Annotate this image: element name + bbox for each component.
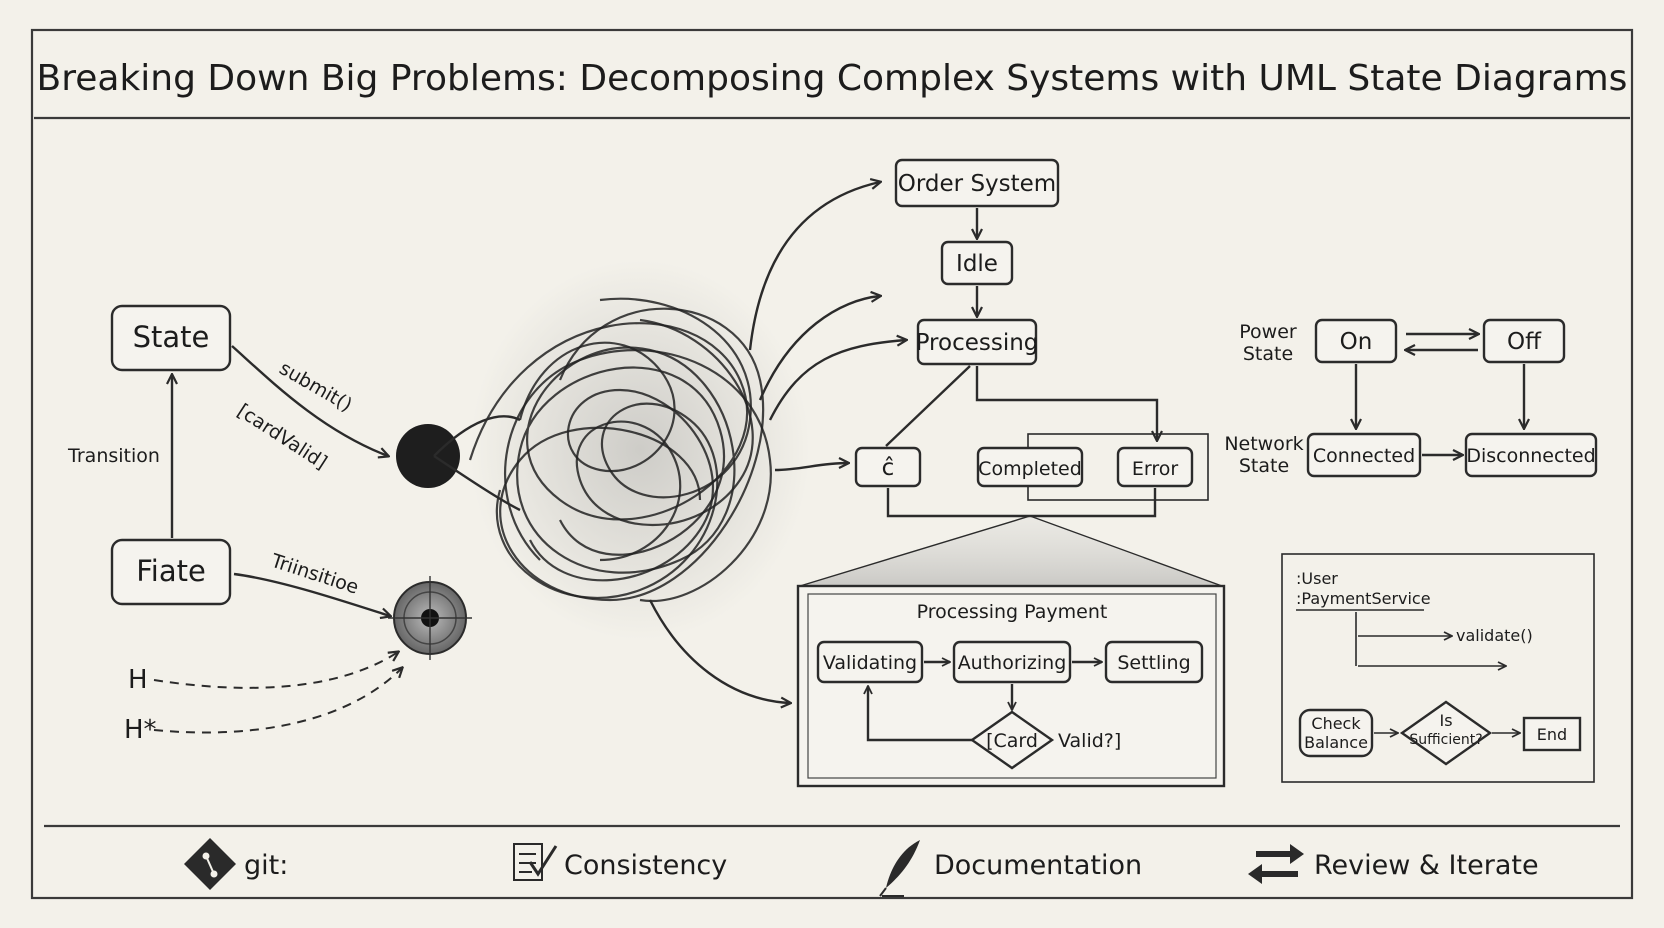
- idle-label: Idle: [956, 251, 998, 277]
- processing-box: [916, 318, 1038, 366]
- power-label-1: Power: [1239, 321, 1297, 343]
- choice-label: ĉ: [882, 455, 895, 481]
- card-valid-decision: [969, 710, 1055, 770]
- connected-label: Connected: [1313, 445, 1415, 467]
- decision-label-1: Is: [1439, 711, 1452, 730]
- disconnected-box: [1464, 432, 1598, 478]
- disconnected-label: Disconnected: [1466, 445, 1595, 467]
- connected-box: [1306, 432, 1422, 478]
- sufficient-decision: [1399, 700, 1493, 766]
- submit-edge: [231, 345, 388, 456]
- check-label-2: Balance: [1304, 733, 1368, 752]
- initial-pseudostate: [396, 424, 460, 488]
- decision-right-label: Valid?]: [1058, 730, 1121, 752]
- orthogonal-regions: Power State On Off Network State Connect…: [1224, 318, 1598, 478]
- footer-review: Review & Iterate: [1314, 850, 1539, 881]
- end-box: [1522, 716, 1582, 752]
- on-label: On: [1340, 329, 1373, 355]
- footer: git: Consistency Documentation Review & …: [184, 838, 1539, 897]
- error-box: [1116, 446, 1194, 488]
- processing-to-choice-edge: [885, 365, 971, 447]
- tangle-to-payment: [648, 599, 790, 703]
- outer-frame: [30, 28, 1634, 900]
- footer-documentation: Documentation: [934, 850, 1142, 881]
- tangle-to-order-system: [748, 182, 880, 351]
- page-title: Breaking Down Big Problems: Decomposing …: [37, 58, 1628, 99]
- checklist-icon: [513, 843, 558, 881]
- order-system-box: [894, 158, 1060, 208]
- tangle-to-choice: [774, 463, 848, 472]
- validate-label: validate(): [1456, 626, 1533, 645]
- state-bottom-label: Fiate: [136, 554, 206, 588]
- history-deep: H*: [124, 715, 157, 745]
- processing-label: Processing: [916, 330, 1039, 356]
- check-label-1: Check: [1311, 714, 1361, 733]
- off-box: [1482, 318, 1566, 364]
- footer-consistency: Consistency: [564, 850, 727, 881]
- state-box-top: [110, 304, 232, 372]
- idle-box: [940, 240, 1014, 286]
- decision-label-2: Sufficient?: [1409, 732, 1482, 748]
- git-icon: [184, 838, 236, 890]
- sequence-panel: :User :PaymentService validate() Check B…: [1281, 553, 1595, 783]
- user-lifeline-label: :User: [1296, 569, 1338, 588]
- validating-box: [816, 640, 924, 684]
- footer-git: git:: [244, 850, 288, 881]
- end-label: End: [1537, 725, 1567, 744]
- edge-label-guard: [cardValid]: [233, 400, 331, 474]
- payment-title: Processing Payment: [917, 601, 1108, 623]
- outcome-merge-edge: [886, 488, 1157, 518]
- transition-label: Transition: [67, 445, 160, 467]
- left-panel: State Fiate Transition submit() [cardVal…: [67, 304, 472, 745]
- completed-box: [976, 446, 1084, 488]
- edge-label-submit: submit(): [276, 357, 356, 416]
- power-label-2: State: [1243, 343, 1293, 365]
- order-system-label: Order System: [898, 171, 1056, 197]
- tangle-to-processing: [768, 340, 906, 421]
- history-deep-edge: [153, 668, 402, 734]
- network-label-1: Network: [1224, 433, 1303, 455]
- decision-left-label: [Card: [986, 730, 1038, 752]
- error-label: Error: [1132, 458, 1179, 480]
- off-label: Off: [1507, 329, 1542, 355]
- authorizing-label: Authorizing: [958, 652, 1067, 674]
- zoom-funnel: [799, 515, 1223, 587]
- history-shallow-edge: [153, 652, 398, 689]
- settling-label: Settling: [1117, 652, 1190, 674]
- validating-label: Validating: [823, 652, 917, 674]
- state-top-label: State: [133, 320, 210, 354]
- review-iterate-icon: [1248, 844, 1304, 884]
- check-balance-box: [1298, 708, 1374, 758]
- processing-to-error-edge: [975, 366, 1157, 440]
- payment-inner-frame: [807, 593, 1217, 779]
- bottom-transition-edge: [233, 572, 390, 616]
- processing-payment: Processing Payment Validating Authorizin…: [796, 584, 1226, 788]
- tangle-scribble: [433, 260, 810, 640]
- state-box-bottom: [110, 538, 232, 606]
- sequence-frame: [1281, 553, 1595, 783]
- authorizing-box: [952, 640, 1072, 684]
- network-label-2: State: [1239, 455, 1289, 477]
- order-system: Order System Idle Processing ĉ Completed…: [854, 158, 1209, 518]
- final-state: [388, 576, 472, 660]
- tangle-to-idle-arrow: [758, 296, 880, 401]
- choice-box: [854, 446, 922, 488]
- on-box: [1314, 318, 1398, 364]
- completed-label: Completed: [978, 458, 1082, 480]
- decision-to-validating: [868, 686, 972, 742]
- settling-box: [1104, 640, 1204, 684]
- payment-service-label: :PaymentService: [1296, 589, 1431, 608]
- history-shallow: H: [128, 665, 148, 695]
- quill-icon: [879, 840, 920, 897]
